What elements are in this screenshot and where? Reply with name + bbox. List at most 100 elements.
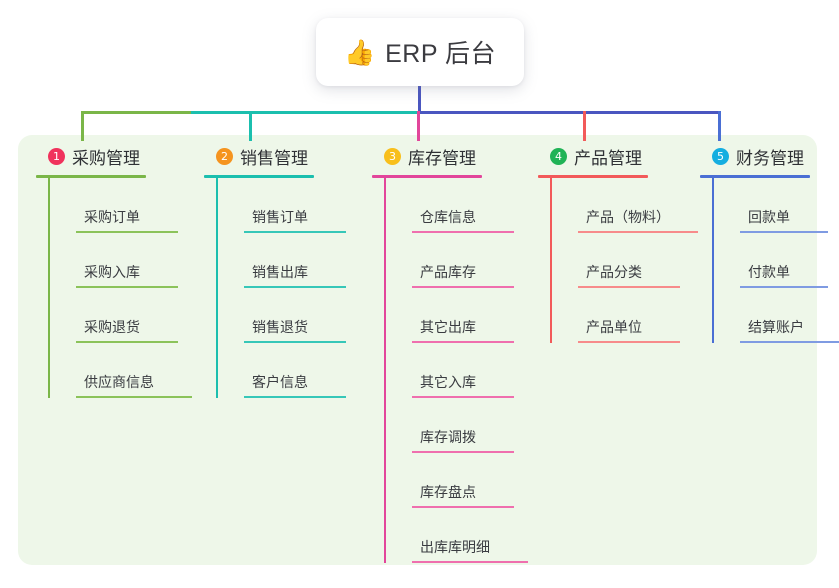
list-item-label: 付款单 [748, 264, 790, 280]
list-item[interactable]: 回款单 [740, 178, 836, 233]
list-item-rule [412, 506, 514, 508]
list-item-label: 销售订单 [252, 209, 308, 225]
list-item-rule [76, 341, 178, 343]
list-item[interactable]: 其它出库 [412, 288, 522, 343]
list-item-rule [578, 286, 680, 288]
list-item-label: 回款单 [748, 209, 790, 225]
list-item-rule [412, 396, 514, 398]
list-item[interactable]: 结算账户 [740, 288, 839, 343]
branch-badge-3: 3 [384, 147, 401, 165]
list-item-rule [76, 396, 192, 398]
list-item-label: 出库库明细 [420, 539, 490, 555]
list-item[interactable]: 销售订单 [244, 178, 354, 233]
branch-column-1: 1 采购管理 采购订单 采购入库 采购退货 供应商信息 [36, 143, 192, 398]
list-item-rule [76, 286, 178, 288]
list-item[interactable]: 采购退货 [76, 288, 186, 343]
list-item[interactable]: 库存盘点 [412, 453, 522, 508]
list-item[interactable]: 销售出库 [244, 233, 354, 288]
branch-title-5: 财务管理 [736, 148, 804, 168]
branches-panel [18, 135, 817, 565]
list-item[interactable]: 客户信息 [244, 343, 354, 398]
branch-title-2: 销售管理 [240, 148, 308, 168]
thumbs-up-icon: 👍 [343, 38, 376, 67]
branch-rule-4 [538, 175, 648, 178]
list-item[interactable]: 供应商信息 [76, 343, 200, 398]
list-item[interactable]: 出库库明细 [412, 508, 536, 563]
list-item-label: 产品单位 [586, 319, 642, 335]
connector-drop-4 [583, 111, 586, 141]
branch-badge-4: 4 [550, 147, 567, 165]
list-item-rule [578, 231, 698, 233]
list-item-label: 结算账户 [748, 319, 804, 335]
connector-trunk [418, 86, 421, 113]
connector-drop-2 [249, 111, 252, 141]
branch-column-4: 4 产品管理 产品（物料） 产品分类 产品单位 [538, 143, 698, 343]
list-item-rule [244, 286, 346, 288]
branch-title-1: 采购管理 [72, 148, 140, 168]
branch-items-1: 采购订单 采购入库 采购退货 供应商信息 [48, 178, 192, 398]
list-item[interactable]: 采购订单 [76, 178, 186, 233]
list-item-label: 采购退货 [84, 319, 140, 335]
connector-drop-5 [718, 111, 721, 141]
list-item-rule [412, 231, 514, 233]
list-item-rule [244, 341, 346, 343]
list-item-rule [412, 561, 528, 563]
branch-items-4: 产品（物料） 产品分类 产品单位 [550, 178, 698, 343]
list-item-label: 销售出库 [252, 264, 308, 280]
list-item[interactable]: 其它入库 [412, 343, 522, 398]
branch-rule-3 [372, 175, 482, 178]
list-item-label: 库存调拨 [420, 429, 476, 445]
list-item-label: 产品分类 [586, 264, 642, 280]
branch-title-3: 库存管理 [408, 148, 476, 168]
list-item[interactable]: 库存调拨 [412, 398, 522, 453]
branch-badge-5: 5 [712, 147, 729, 165]
list-item[interactable]: 产品单位 [578, 288, 688, 343]
list-item-rule [76, 231, 178, 233]
list-item[interactable]: 产品库存 [412, 233, 522, 288]
list-item-label: 采购订单 [84, 209, 140, 225]
list-item[interactable]: 仓库信息 [412, 178, 522, 233]
list-item[interactable]: 采购入库 [76, 233, 186, 288]
branch-badge-2: 2 [216, 147, 233, 165]
branch-spine-5 [712, 178, 714, 343]
branch-items-5: 回款单 付款单 结算账户 [712, 178, 839, 343]
list-item[interactable]: 产品（物料） [578, 178, 706, 233]
branch-header-2[interactable]: 2 销售管理 [204, 143, 354, 169]
list-item-label: 供应商信息 [84, 374, 154, 390]
connector-drop-1 [81, 111, 84, 141]
branch-spine-4 [550, 178, 552, 343]
list-item-rule [244, 396, 346, 398]
list-item-rule [412, 286, 514, 288]
branch-spine-2 [216, 178, 218, 398]
list-item-label: 产品库存 [420, 264, 476, 280]
list-item-rule [244, 231, 346, 233]
list-item[interactable]: 产品分类 [578, 233, 688, 288]
connector-drop-3 [417, 111, 420, 141]
connector-bus-segment-1 [81, 111, 193, 114]
branch-rule-2 [204, 175, 314, 178]
root-node-title: ERP 后台 [385, 40, 497, 68]
branch-column-2: 2 销售管理 销售订单 销售出库 销售退货 客户信息 [204, 143, 354, 398]
list-item-rule [412, 341, 514, 343]
list-item-label: 其它出库 [420, 319, 476, 335]
list-item[interactable]: 付款单 [740, 233, 836, 288]
list-item-rule [740, 341, 839, 343]
branch-spine-3 [384, 178, 386, 563]
branch-spine-1 [48, 178, 50, 398]
branch-rule-1 [36, 175, 146, 178]
list-item-label: 产品（物料） [586, 209, 670, 225]
list-item-label: 其它入库 [420, 374, 476, 390]
branch-header-1[interactable]: 1 采购管理 [36, 143, 186, 169]
list-item[interactable]: 销售退货 [244, 288, 354, 343]
list-item-rule [740, 286, 828, 288]
branch-header-4[interactable]: 4 产品管理 [538, 143, 698, 169]
list-item-label: 销售退货 [252, 319, 308, 335]
branch-header-5[interactable]: 5 财务管理 [700, 143, 839, 169]
branch-header-3[interactable]: 3 库存管理 [372, 143, 522, 169]
connector-bus-segment-2 [191, 111, 419, 114]
list-item-label: 采购入库 [84, 264, 140, 280]
list-item-rule [578, 341, 680, 343]
branch-badge-1: 1 [48, 147, 65, 165]
root-node-erp-backend[interactable]: 👍 ERP 后台 [316, 18, 524, 86]
